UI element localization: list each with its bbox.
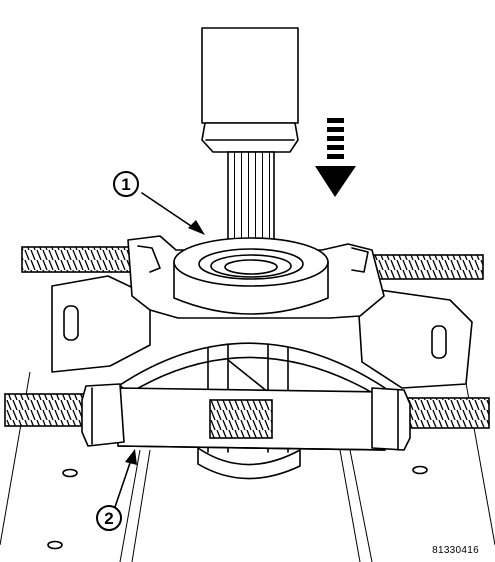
figure-id: 81330416: [432, 545, 479, 556]
press-ram: [201, 27, 299, 153]
callout-1-label: 1: [121, 175, 130, 194]
callout-2: 2: [96, 449, 137, 531]
callout-1: 1: [113, 171, 205, 235]
left-nut: [81, 383, 125, 447]
press-direction-arrow-icon: [315, 118, 356, 197]
callout-2-label: 2: [104, 509, 113, 528]
upper-threaded-rods: [21, 246, 484, 280]
right-nut: [371, 387, 411, 451]
bearing: [173, 237, 329, 315]
lower-puller-body: [4, 387, 490, 480]
